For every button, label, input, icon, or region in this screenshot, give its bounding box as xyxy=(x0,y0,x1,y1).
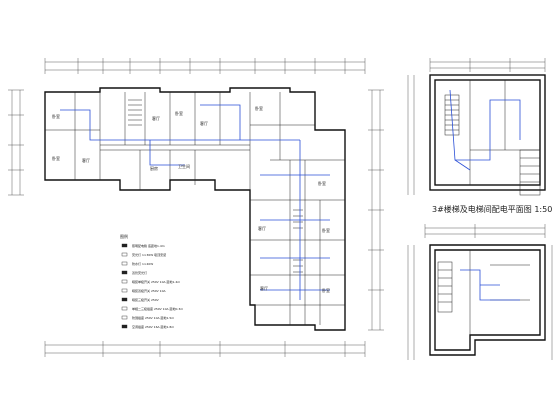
legend-symbol xyxy=(121,315,128,320)
room-label: 厨房 xyxy=(150,165,158,171)
legend-symbol xyxy=(121,288,128,293)
room-label: 客厅 xyxy=(82,157,90,163)
legend-symbol xyxy=(121,243,128,248)
detail-plan-lower xyxy=(407,224,553,360)
legend-symbol xyxy=(121,279,128,284)
legend-symbol xyxy=(121,324,128,329)
room-label: 卧室 xyxy=(322,287,330,293)
legend-item: 荧光灯 1×36W 吸顶安装 xyxy=(132,252,166,257)
legend-item: 单相二三极插座 250V 10A 距地0.3m xyxy=(132,306,183,311)
detail-title: 3#楼梯及电梯间配电平面图 1:50 xyxy=(432,204,552,214)
detail-plan-upper xyxy=(407,58,546,196)
room-label: 卫生间 xyxy=(178,163,190,169)
legend-item: 防溅插座 250V 10A 距地1.5m xyxy=(132,315,174,320)
legend-symbol xyxy=(121,297,128,302)
room-label: 卧室 xyxy=(52,113,60,119)
room-label: 卧室 xyxy=(255,105,263,111)
room-label: 卧室 xyxy=(318,180,326,186)
legend-symbol xyxy=(121,252,128,257)
legend-item: 照明配电箱 底距地1.4m xyxy=(132,243,165,248)
room-label: 客厅 xyxy=(258,225,266,231)
legend-symbol xyxy=(121,306,128,311)
room-label: 卧室 xyxy=(322,227,330,233)
main-plan: 卧室 客厅 卧室 客厅 卧室 客厅 卧室 厨房 卫生间 卧室 客厅 卧室 客厅 … xyxy=(8,58,384,357)
room-label: 卧室 xyxy=(175,110,183,116)
room-label: 客厅 xyxy=(152,115,160,121)
legend-symbol xyxy=(121,261,128,266)
legend-item: 防水灯 1×40W xyxy=(132,261,153,266)
legend-header: 图例 xyxy=(120,233,128,239)
legend-symbol xyxy=(121,270,128,275)
room-label: 客厅 xyxy=(200,120,208,126)
room-label: 客厅 xyxy=(260,285,268,291)
legend-item: 暗装单极开关 250V 10A 距地1.4m xyxy=(132,279,180,284)
room-label: 卧室 xyxy=(52,155,60,161)
legend-item: 暗装双极开关 250V 10A xyxy=(132,288,167,293)
legend-item: 双管荧光灯 xyxy=(132,270,147,275)
legend-item: 暗装三极开关 250V xyxy=(132,297,160,302)
legend-item: 空调插座 250V 16A 距地1.8m xyxy=(132,324,174,329)
